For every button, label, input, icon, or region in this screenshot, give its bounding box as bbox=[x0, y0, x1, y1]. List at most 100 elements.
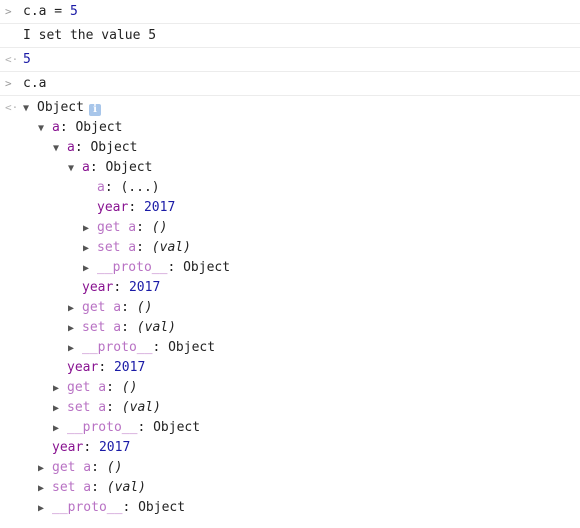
console-input-code: c.a = 5 bbox=[23, 0, 78, 23]
object-property: ▶get a: () bbox=[38, 458, 122, 479]
property-key: set a bbox=[82, 320, 122, 335]
object-property-row[interactable]: ▶get a: () bbox=[0, 218, 580, 238]
property-separator: : bbox=[136, 240, 152, 255]
result-prompt-icon: <· bbox=[5, 101, 19, 114]
collapse-triangle-icon[interactable]: ▶ bbox=[83, 243, 90, 254]
property-key: get a bbox=[52, 460, 92, 475]
property-key: get a bbox=[82, 300, 122, 315]
collapse-triangle-icon[interactable]: ▶ bbox=[53, 423, 60, 434]
property-separator: : bbox=[136, 220, 152, 235]
property-key: year bbox=[82, 280, 114, 295]
object-property: a: (...) bbox=[83, 178, 160, 198]
object-property-row[interactable]: ▶set a: (val) bbox=[0, 318, 580, 338]
object-property: ▶set a: (val) bbox=[38, 478, 146, 499]
property-key: a bbox=[82, 160, 90, 175]
object-property-row: year: 2017 bbox=[0, 438, 580, 458]
object-property-row[interactable]: ▶get a: () bbox=[0, 378, 580, 398]
property-value: Object bbox=[105, 160, 153, 175]
object-property-row[interactable]: ▶__proto__: Object bbox=[0, 498, 580, 518]
info-icon[interactable]: i bbox=[88, 104, 101, 116]
console-result-value: 5 bbox=[23, 52, 31, 67]
property-value: 2017 bbox=[143, 200, 176, 215]
object-property: ▶__proto__: Object bbox=[53, 418, 200, 439]
expand-triangle-icon[interactable]: ▼ bbox=[68, 163, 75, 174]
object-property: ▶set a: (val) bbox=[68, 318, 176, 339]
property-separator: : bbox=[106, 400, 122, 415]
expand-triangle-icon[interactable]: ▼ bbox=[38, 123, 45, 134]
object-property-row[interactable]: ▶get a: () bbox=[0, 458, 580, 478]
object-property-row[interactable]: ▼ a: Object bbox=[0, 138, 580, 158]
object-property-row[interactable]: ▼ a: Object bbox=[0, 118, 580, 138]
input-prompt-icon: > bbox=[5, 5, 12, 18]
result-prompt-icon: <· bbox=[5, 53, 19, 66]
property-value: Object bbox=[90, 140, 138, 155]
object-property: ▶get a: () bbox=[53, 378, 137, 399]
console-log-message: I set the value 5 bbox=[23, 28, 157, 43]
object-property-row: a: (...) bbox=[0, 178, 580, 198]
object-property: ▶get a: () bbox=[83, 218, 167, 239]
property-value: Object bbox=[75, 120, 123, 135]
property-separator: : bbox=[152, 340, 169, 355]
property-value: () bbox=[151, 220, 168, 235]
property-separator: : bbox=[74, 140, 91, 155]
code-operator: = bbox=[46, 4, 70, 19]
object-property: year: 2017 bbox=[68, 278, 160, 298]
property-separator: : bbox=[104, 180, 121, 195]
console-input-row[interactable]: > c.a bbox=[0, 72, 580, 96]
property-separator: : bbox=[106, 380, 122, 395]
property-separator: : bbox=[91, 460, 107, 475]
collapse-triangle-icon[interactable]: ▶ bbox=[68, 303, 75, 314]
property-separator: : bbox=[91, 480, 107, 495]
collapse-triangle-icon[interactable]: ▶ bbox=[68, 343, 75, 354]
property-value: (val) bbox=[106, 480, 146, 495]
object-property-row: year: 2017 bbox=[0, 278, 580, 298]
object-property: ▶set a: (val) bbox=[83, 238, 191, 259]
object-property-row[interactable]: ▶__proto__: Object bbox=[0, 338, 580, 358]
collapse-triangle-icon[interactable]: ▶ bbox=[83, 263, 90, 274]
console-input-row[interactable]: > c.a = 5 bbox=[0, 0, 580, 24]
collapse-triangle-icon[interactable]: ▶ bbox=[38, 483, 45, 494]
code-number: 5 bbox=[69, 4, 78, 19]
property-separator: : bbox=[113, 280, 129, 295]
collapse-triangle-icon[interactable]: ▶ bbox=[53, 403, 60, 414]
object-property-row[interactable]: ▶__proto__: Object bbox=[0, 258, 580, 278]
collapse-triangle-icon[interactable]: ▶ bbox=[53, 383, 60, 394]
object-property-row[interactable]: ▶set a: (val) bbox=[0, 478, 580, 498]
object-property-row[interactable]: ▶__proto__: Object bbox=[0, 418, 580, 438]
object-property: year: 2017 bbox=[83, 198, 175, 218]
object-property: ▼ a: Object bbox=[53, 138, 137, 159]
console-result-row: <· 5 bbox=[0, 48, 580, 72]
collapse-triangle-icon[interactable]: ▶ bbox=[38, 463, 45, 474]
object-property: ▶__proto__: Object bbox=[38, 498, 185, 519]
object-property-row[interactable]: ▼a: Object bbox=[0, 158, 580, 178]
property-key: a bbox=[67, 140, 75, 155]
expand-triangle-icon[interactable]: ▼ bbox=[53, 143, 60, 154]
property-separator: : bbox=[59, 120, 76, 135]
property-value: (val) bbox=[121, 400, 161, 415]
code-expression: c.a bbox=[23, 4, 47, 19]
property-value[interactable]: (...) bbox=[120, 180, 160, 195]
object-property-row[interactable]: ▶get a: () bbox=[0, 298, 580, 318]
property-separator: : bbox=[121, 320, 137, 335]
property-separator: : bbox=[137, 420, 154, 435]
input-prompt-icon: > bbox=[5, 77, 12, 90]
object-property-row[interactable]: ▶set a: (val) bbox=[0, 398, 580, 418]
collapse-triangle-icon[interactable]: ▶ bbox=[83, 223, 90, 234]
collapse-triangle-icon[interactable]: ▶ bbox=[38, 503, 45, 514]
property-key: __proto__ bbox=[97, 260, 168, 275]
property-separator: : bbox=[122, 500, 139, 515]
property-key: a bbox=[52, 120, 60, 135]
expand-triangle-icon[interactable]: ▼ bbox=[23, 103, 30, 114]
property-key: a bbox=[97, 180, 105, 195]
object-property-row[interactable]: ▶set a: (val) bbox=[0, 238, 580, 258]
property-value: Object bbox=[183, 260, 231, 275]
collapse-triangle-icon[interactable]: ▶ bbox=[68, 323, 75, 334]
property-separator: : bbox=[83, 440, 99, 455]
property-key: set a bbox=[97, 240, 137, 255]
property-value: 2017 bbox=[98, 440, 131, 455]
property-key: year bbox=[67, 360, 99, 375]
